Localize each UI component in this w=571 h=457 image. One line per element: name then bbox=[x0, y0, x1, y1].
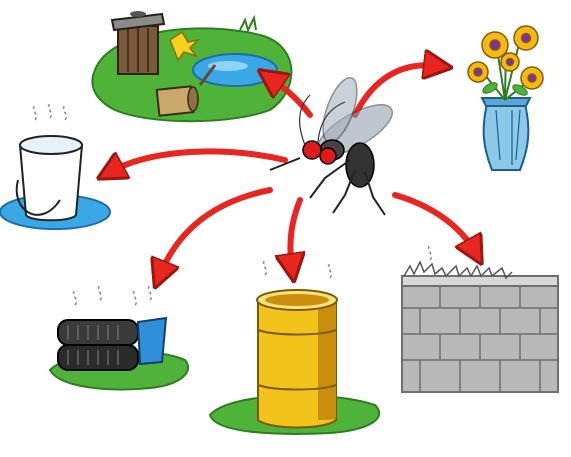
arrow-to-barrel bbox=[290, 200, 300, 268]
flower-vase-icon bbox=[468, 26, 543, 170]
garbage-puddle-scene bbox=[92, 11, 291, 121]
barrel-icon bbox=[210, 260, 379, 434]
arrow-to-wall bbox=[395, 195, 475, 252]
brick-wall-icon bbox=[402, 240, 558, 392]
blue-container-icon bbox=[138, 318, 166, 364]
garbage-can-icon bbox=[112, 11, 164, 74]
arrow-to-bucket bbox=[110, 151, 285, 172]
tin-can-icon bbox=[157, 86, 198, 115]
bucket-icon bbox=[0, 103, 110, 229]
tires-icon bbox=[50, 285, 188, 389]
arrow-to-tires bbox=[160, 190, 270, 275]
